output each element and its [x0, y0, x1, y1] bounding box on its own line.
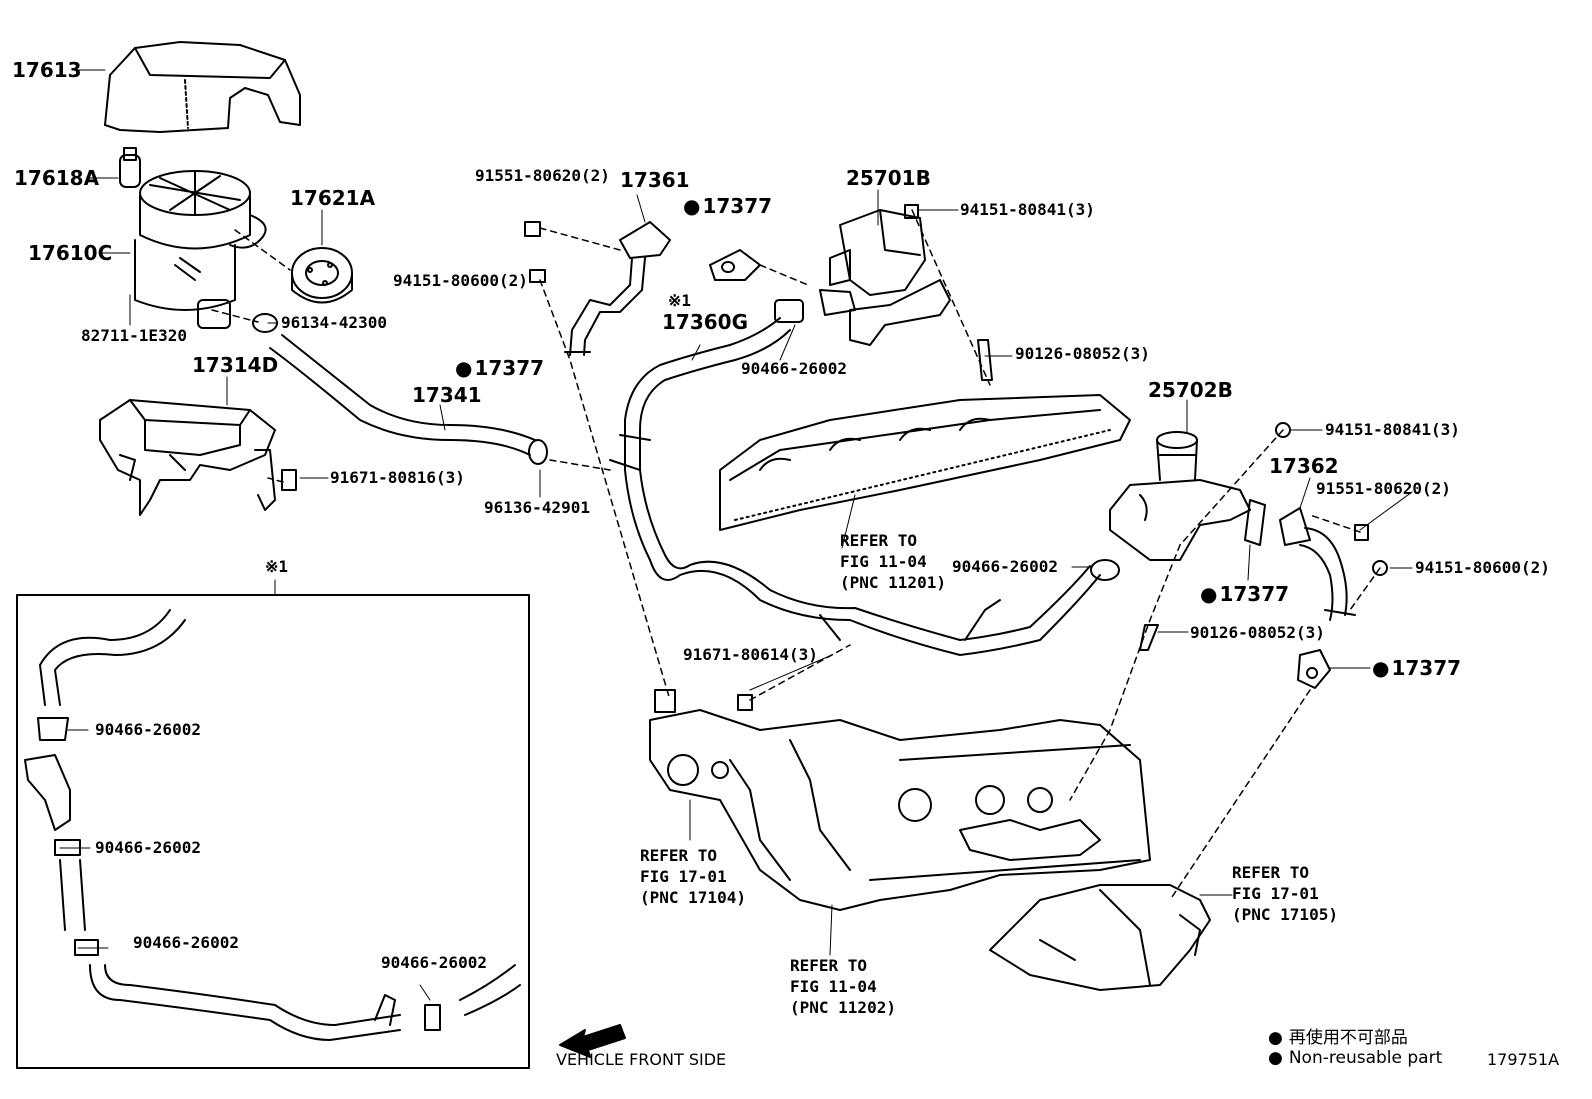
callout-90126-08052-b: 90126-08052(3)	[1190, 623, 1325, 642]
legend-bullet-icon: ●	[1268, 1028, 1283, 1048]
inset-frame	[16, 579, 530, 1069]
callout-90466-26002-top: 90466-26002	[741, 359, 847, 378]
callout-94151-80600-a: 94151-80600(2)	[393, 271, 528, 290]
legend-non-reusable-ja: ●再使用不可部品	[1268, 1023, 1408, 1048]
hose-17360g	[609, 299, 1120, 656]
gasket-17377-d	[1297, 649, 1331, 689]
callout-17377-a: 17377	[683, 196, 772, 216]
inset-callout-90466-26002-2: 90466-26002	[95, 838, 201, 857]
inset-callout-90466-26002-3: 90466-26002	[133, 933, 239, 952]
callout-17377-d: 17377	[1372, 658, 1461, 678]
callout-94151-80600-b: 94151-80600(2)	[1415, 558, 1550, 577]
callout-25701b: 25701B	[846, 166, 931, 190]
callout-17377-b: 17377	[455, 358, 544, 378]
reference-pnc-11201: REFER TO FIG 11-04 (PNC 11201)	[840, 531, 946, 592]
filter-17621a	[291, 247, 353, 304]
bracket-17314d	[99, 399, 276, 516]
callout-17377-c: 17377	[1200, 584, 1289, 604]
callout-17360g: 17360G	[662, 310, 748, 334]
callout-96134-42300: 96134-42300	[281, 313, 387, 332]
figure-code: 179751A	[1487, 1050, 1560, 1069]
pipe-17362	[1279, 507, 1356, 621]
inset-hose-assembly	[24, 609, 521, 1041]
legend-en-text: Non-reusable part	[1288, 1048, 1443, 1068]
legend-ja-text: 再使用不可部品	[1288, 1028, 1408, 1048]
callout-17621a: 17621A	[290, 186, 376, 210]
intake-manifold-upper	[719, 394, 1131, 531]
vehicle-front-side-label: VEHICLE FRONT SIDE	[556, 1050, 727, 1069]
air-pump-cover-17613	[104, 41, 301, 133]
inset-note-1: ※1	[265, 557, 289, 576]
callout-94151-80841-b: 94151-80841(3)	[1325, 420, 1460, 439]
callout-91551-80620-b: 91551-80620(2)	[1316, 479, 1451, 498]
air-pump-17610c	[119, 147, 267, 329]
callout-96136-42901: 96136-42901	[484, 498, 590, 517]
reference-pnc-11202: REFER TO FIG 11-04 (PNC 11202)	[790, 956, 896, 1017]
valve-25702b	[1109, 431, 1251, 561]
gasket-17377-c	[1244, 499, 1266, 546]
inset-callout-90466-26002-4: 90466-26002	[381, 953, 487, 972]
fastener-glyphs	[252, 204, 1388, 711]
callout-91551-80620-a: 91551-80620(2)	[475, 166, 610, 185]
intake-manifold-lower	[649, 689, 1151, 911]
valve-25701b	[819, 209, 951, 346]
inset-callout-90466-26002-1: 90466-26002	[95, 720, 201, 739]
callout-note-1: ※1	[668, 291, 692, 310]
assembly-leader-lines	[211, 209, 1381, 901]
callout-91671-80614: 91671-80614(3)	[683, 645, 818, 664]
callout-17314d: 17314D	[192, 353, 279, 377]
callout-17341: 17341	[412, 383, 482, 407]
reference-pnc-17104: REFER TO FIG 17-01 (PNC 17104)	[640, 846, 746, 907]
callout-82711-1e320: 82711-1E320	[81, 326, 187, 345]
callout-17610c: 17610C	[28, 241, 113, 265]
vehicle-front-arrow-icon	[559, 1024, 626, 1058]
callout-90126-08052-a: 90126-08052(3)	[1015, 344, 1150, 363]
exhaust-manifold	[989, 884, 1211, 991]
callout-17362: 17362	[1269, 454, 1339, 478]
callout-17613: 17613	[12, 58, 82, 82]
legend-bullet-icon: ●	[1268, 1048, 1283, 1068]
legend-non-reusable-en: ●Non-reusable part	[1268, 1048, 1442, 1068]
callout-90466-26002-mid: 90466-26002	[952, 557, 1058, 576]
callout-leader-lines	[73, 69, 1413, 956]
pipe-17361	[564, 221, 671, 356]
callout-17361: 17361	[620, 168, 690, 192]
reference-pnc-17105: REFER TO FIG 17-01 (PNC 17105)	[1232, 863, 1338, 924]
callout-91671-80816: 91671-80816(3)	[330, 468, 465, 487]
callout-17618a: 17618A	[14, 166, 100, 190]
hose-17341	[269, 334, 548, 465]
callout-94151-80841-a: 94151-80841(3)	[960, 200, 1095, 219]
gasket-17377-a	[709, 249, 761, 281]
callout-25702b: 25702B	[1148, 378, 1233, 402]
